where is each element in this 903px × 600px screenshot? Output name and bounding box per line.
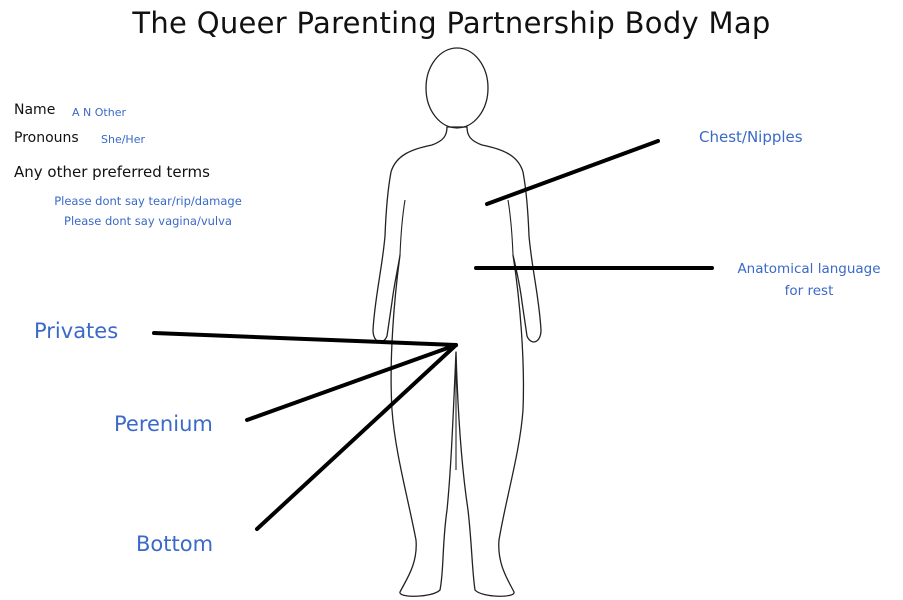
leader-line-bottom: [257, 345, 456, 529]
left-arm-inner-line: [400, 200, 405, 255]
leader-line-chest: [487, 141, 658, 204]
right-arm-inner-line: [508, 200, 513, 255]
callout-anatomical-line1: Anatomical language: [718, 261, 900, 277]
leader-line-privates: [154, 333, 456, 345]
head-outline: [426, 48, 488, 128]
body-silhouette: [373, 127, 541, 596]
leader-line-perenium: [247, 345, 456, 420]
callout-perenium: Perenium: [114, 412, 213, 436]
callout-bottom: Bottom: [136, 532, 213, 556]
callout-privates: Privates: [34, 319, 118, 343]
callout-chest: Chest/Nipples: [699, 128, 803, 146]
callout-anatomical-line2: for rest: [718, 283, 900, 299]
